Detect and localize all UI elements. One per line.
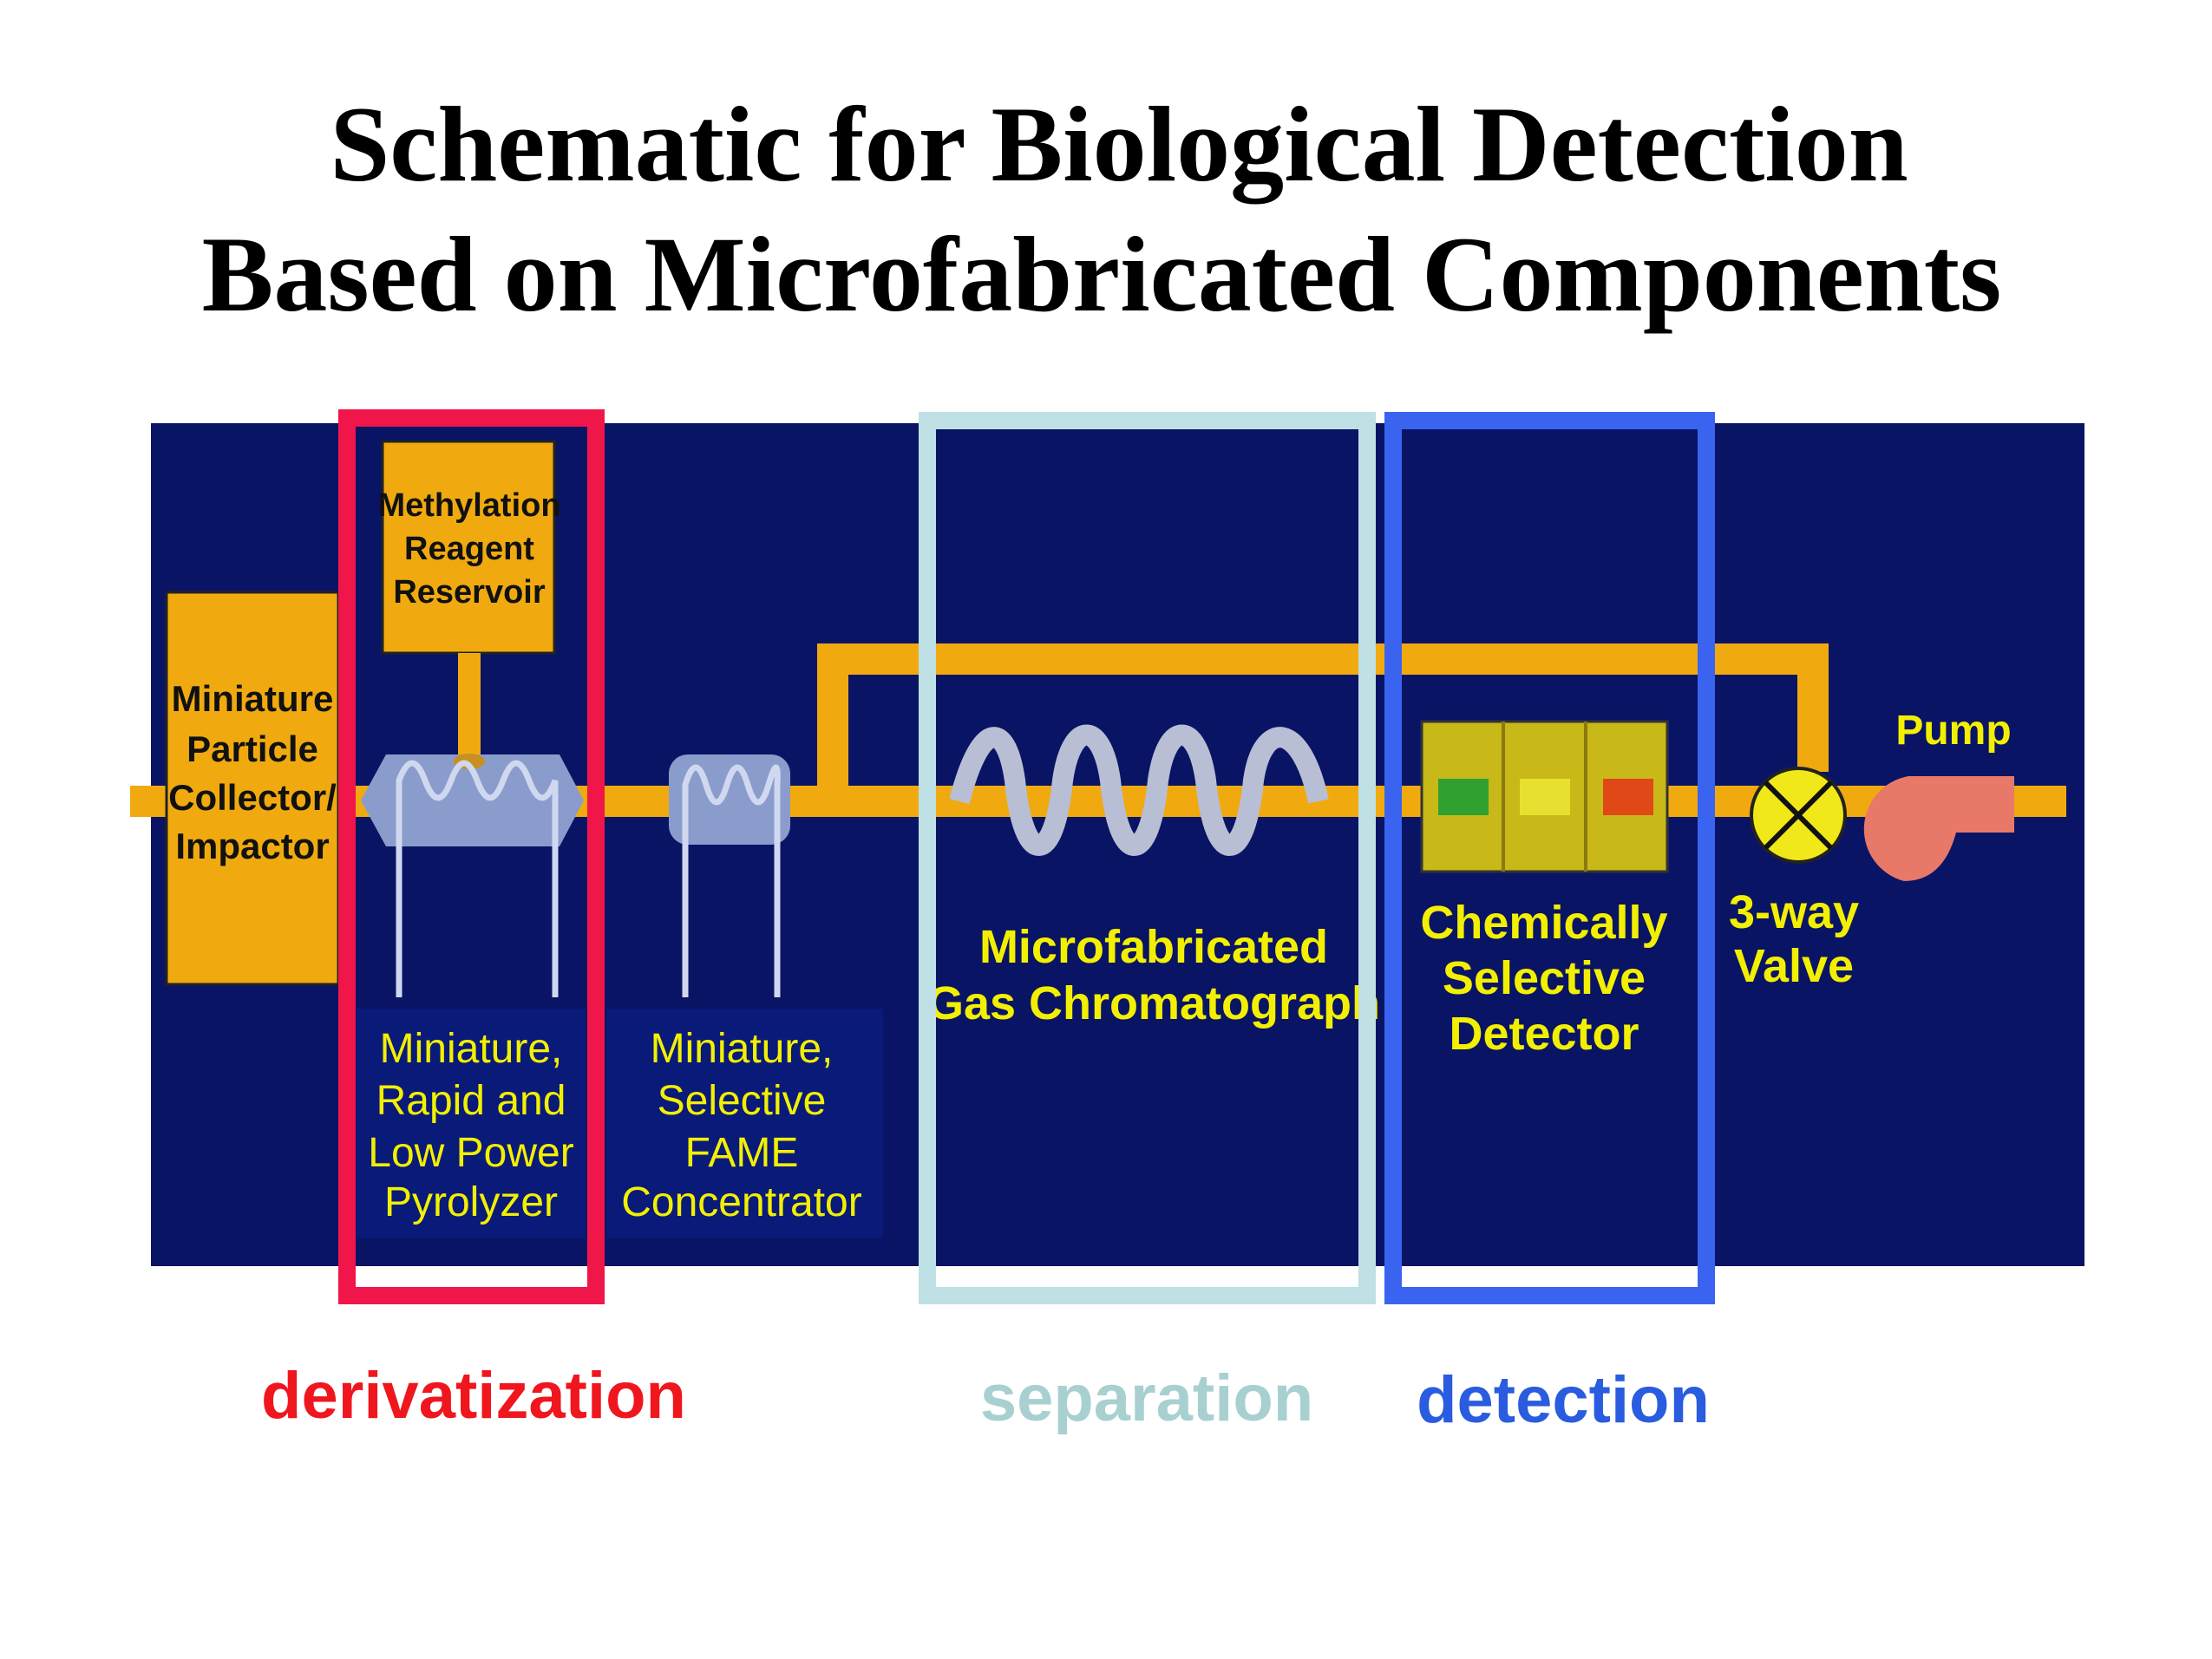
derivatization-box — [338, 409, 605, 1304]
svg-text:Miniature: Miniature — [172, 678, 334, 719]
svg-text:Detector: Detector — [1449, 1008, 1639, 1060]
svg-text:Methylation: Methylation — [377, 487, 560, 524]
svg-text:Reservoir: Reservoir — [393, 574, 546, 611]
methylation-reagent-reservoir: Methylation Reagent Reservoir — [377, 440, 561, 761]
separation-label: separation — [980, 1362, 1313, 1435]
particle-collector: Miniature Particle Collector/ Impactor — [165, 591, 340, 986]
concentrator-icon — [669, 754, 790, 997]
bypass-pipe — [817, 643, 1829, 801]
svg-text:Valve: Valve — [1734, 940, 1854, 992]
concentrator-label-bg — [606, 1009, 883, 1238]
detection-box — [1384, 412, 1715, 1304]
pump-icon — [1863, 776, 2014, 881]
pyrolyzer-label: Miniature, Rapid and Low Power Pyrolyzer — [368, 1026, 573, 1225]
svg-text:Concentrator: Concentrator — [621, 1179, 861, 1225]
concentrator-label: Miniature, Selective FAME Concentrator — [621, 1026, 861, 1225]
svg-text:Reagent: Reagent — [404, 531, 534, 567]
svg-text:Pyrolyzer: Pyrolyzer — [384, 1179, 558, 1225]
svg-text:Gas Chromatograph: Gas Chromatograph — [927, 977, 1380, 1029]
svg-text:Rapid and: Rapid and — [376, 1078, 566, 1124]
svg-text:Collector/: Collector/ — [168, 777, 337, 818]
svg-text:Low Power: Low Power — [368, 1130, 573, 1176]
pump-label: Pump — [1895, 708, 2011, 754]
svg-text:Miniature,: Miniature, — [380, 1026, 563, 1072]
title-line-1: Schematic for Biological Detection — [330, 85, 1908, 205]
separation-box — [919, 412, 1376, 1304]
title-line-2: Based on Microfabricated Components — [202, 215, 2002, 334]
svg-text:Chemically: Chemically — [1420, 897, 1667, 949]
pyrolyzer-label-bg — [357, 1009, 586, 1238]
svg-text:Selective: Selective — [658, 1078, 827, 1124]
svg-text:Selective: Selective — [1443, 952, 1646, 1004]
pyrolyzer-icon — [361, 754, 584, 997]
detection-label: detection — [1417, 1363, 1710, 1437]
derivatization-label: derivatization — [261, 1359, 686, 1433]
svg-text:Microfabricated: Microfabricated — [979, 921, 1328, 973]
svg-text:Miniature,: Miniature, — [651, 1026, 834, 1072]
detector-label: Chemically Selective Detector — [1420, 897, 1667, 1060]
detector-array-icon — [1420, 720, 1669, 873]
gc-label: Microfabricated Gas Chromatograph — [927, 921, 1380, 1029]
svg-text:Impactor: Impactor — [175, 826, 329, 866]
svg-text:3-way: 3-way — [1729, 886, 1859, 938]
gas-chromatograph-coil-icon — [949, 724, 1329, 856]
svg-text:Particle: Particle — [187, 728, 318, 769]
three-way-valve-icon — [1750, 767, 1847, 864]
svg-text:FAME: FAME — [685, 1130, 799, 1176]
valve-label: 3-way Valve — [1729, 886, 1859, 992]
